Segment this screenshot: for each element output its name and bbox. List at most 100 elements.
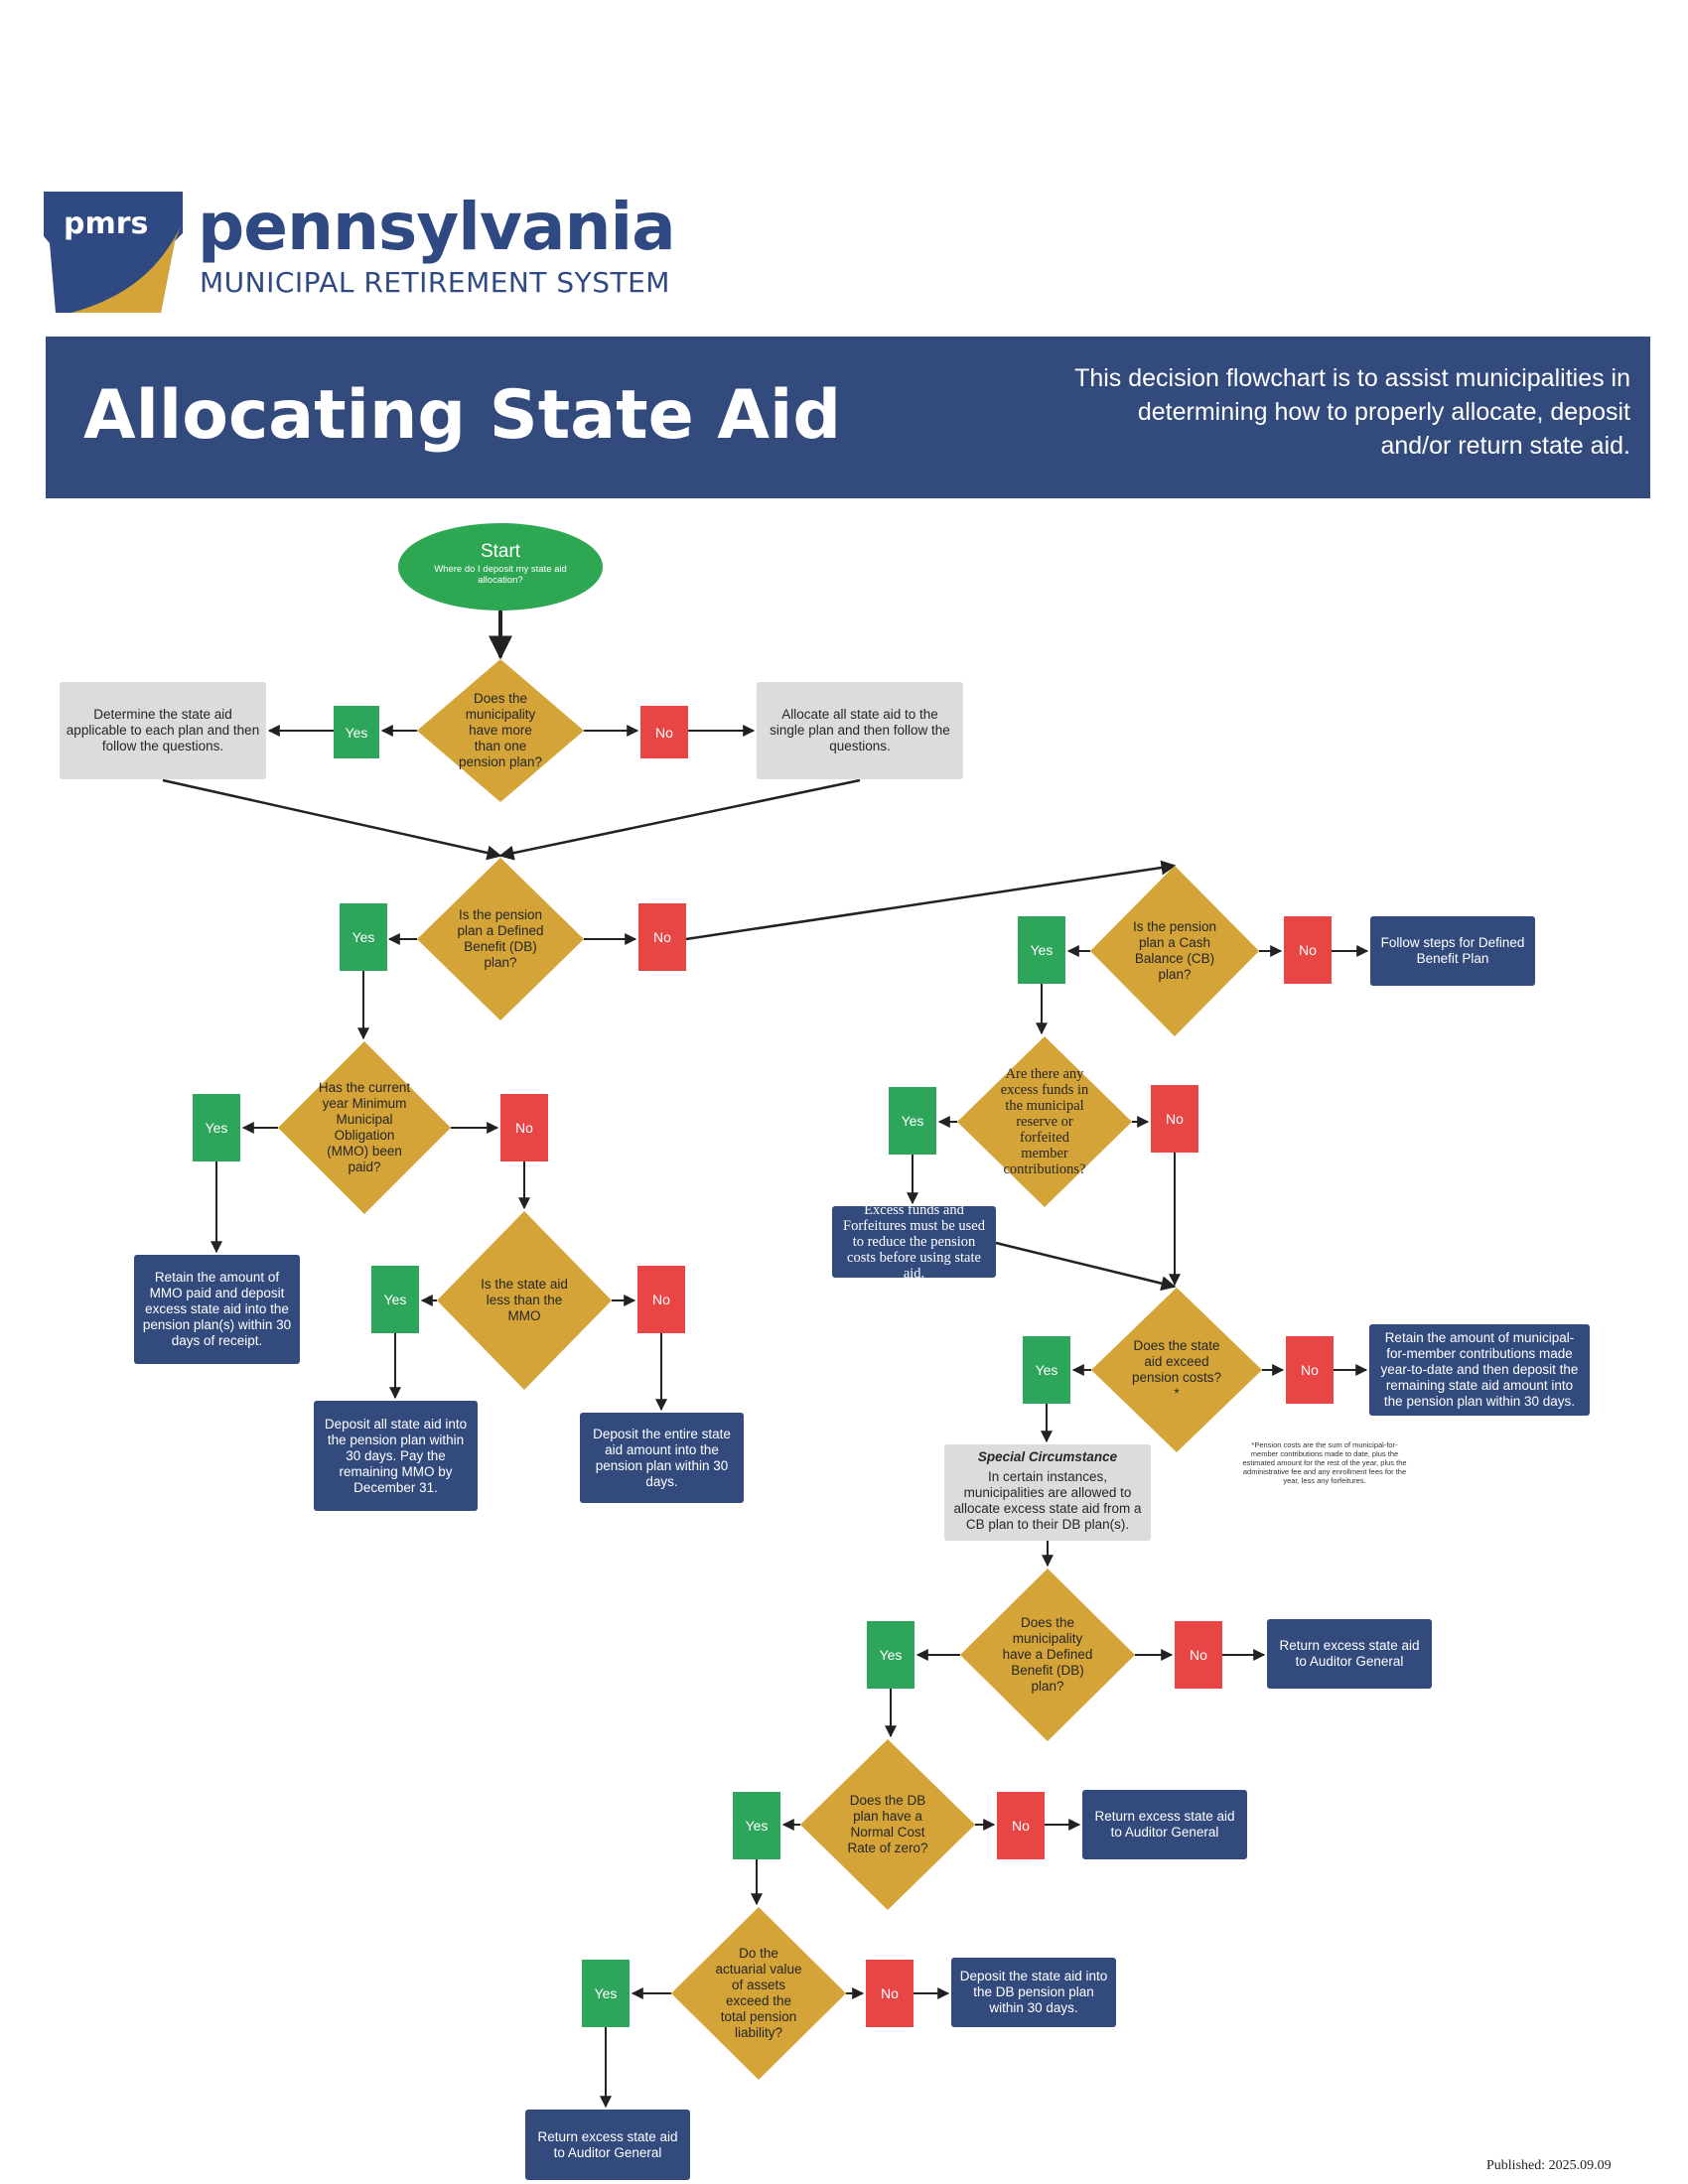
q-mmo-paid-shape [278, 1041, 451, 1214]
yes-tag-excess-funds: Yes [901, 1113, 924, 1129]
no-tag-have-db-shape [1175, 1621, 1222, 1689]
edge-allocate-q2 [498, 778, 861, 861]
q-cash-balance-shape [1090, 866, 1259, 1036]
yes-tag-actuarial: Yes [594, 1985, 618, 2001]
no-tag-mmo-paid: No [515, 1120, 533, 1136]
answer-retain-mmo: Retain the amount of MMO paid and deposi… [142, 1270, 292, 1348]
yes-tag-have-db: Yes [879, 1647, 903, 1663]
q-normal-cost-zero: Does the DB plan have a Normal Cost Rate… [847, 1792, 928, 1855]
answer-allocate-single-plan: Allocate all state aid to the single pla… [770, 707, 950, 753]
special-circumstance-title: Special Circumstance [977, 1449, 1118, 1464]
yes-tag-actuarial-shape [582, 1960, 630, 2027]
svg-text:pmrs: pmrs [64, 206, 148, 241]
yes-tag-cash-balance: Yes [1030, 942, 1054, 958]
edge-no-cb [685, 860, 1177, 941]
q-exceed-costs-shape [1091, 1288, 1262, 1452]
no-tag-defined-benefit-shape [638, 903, 686, 971]
keystone-logo-icon: pmrs [44, 192, 183, 313]
q-defined-benefit-shape [417, 858, 584, 1021]
q-multiple-plans-shape [417, 659, 584, 802]
no-tag-multiple-plans: No [655, 724, 673, 741]
answer-return-auditor-3: Return excess state aid to Auditor Gener… [537, 2128, 678, 2160]
answer-deposit-db-shape [951, 1958, 1116, 2027]
q-excess-funds: Are there any excess funds in the munici… [1000, 1065, 1089, 1177]
answer-deposit-all-pay-mmo: Deposit all state aid into the pension p… [324, 1416, 468, 1495]
answer-allocate-single-plan-shape [757, 682, 963, 779]
title-banner: Allocating State Aid This decision flowc… [46, 337, 1650, 498]
yes-tag-exceed-costs: Yes [1035, 1362, 1058, 1378]
no-tag-cash-balance-shape [1284, 916, 1332, 984]
yes-tag-mmo-paid-shape [193, 1094, 240, 1161]
q-exceed-costs: Does the state aid exceed pension costs?… [1131, 1337, 1222, 1401]
no-tag-excess-funds-shape [1151, 1085, 1198, 1153]
logo-name: pennsylvania [198, 189, 676, 265]
q-have-db-shape [960, 1569, 1135, 1741]
answer-follow-db-steps-shape [1370, 916, 1535, 986]
q-excess-funds-shape [957, 1036, 1132, 1207]
no-tag-exceed-costs-shape [1286, 1336, 1334, 1404]
no-tag-defined-benefit: No [653, 929, 671, 945]
edge-excess-reduce-q7 [995, 1241, 1177, 1292]
q-less-than-mmo-shape [437, 1211, 612, 1390]
published-date: Published: 2025.09.09 [1486, 2158, 1612, 2173]
start-subtitle: Where do I deposit my state aid allocati… [434, 564, 567, 586]
no-tag-normal-cost-zero-shape [997, 1792, 1045, 1859]
answer-follow-db-steps: Follow steps for Defined Benefit Plan [1380, 935, 1525, 966]
q-less-than-mmo: Is the state aid less than the MMO [481, 1276, 568, 1323]
q-normal-cost-zero-shape [800, 1739, 975, 1910]
q-defined-benefit: Is the pension plan a Defined Benefit (D… [457, 906, 544, 970]
no-tag-cash-balance: No [1299, 942, 1317, 958]
no-tag-actuarial-shape [866, 1960, 914, 2027]
answer-return-auditor-2-shape [1082, 1790, 1247, 1859]
banner-description: This decision flowchart is to assist mun… [1074, 364, 1630, 460]
answer-return-auditor-3-shape [525, 2110, 690, 2180]
q-have-db: Does the municipality have a Defined Ben… [1002, 1614, 1093, 1694]
start-node-shape [398, 523, 603, 611]
edge-determine-q2 [162, 778, 502, 861]
no-tag-excess-funds: No [1166, 1111, 1184, 1127]
answer-retain-contributions: Retain the amount of municipal-for-membe… [1380, 1330, 1579, 1409]
q-actuarial-shape [671, 1907, 846, 2080]
q-cash-balance: Is the pension plan a Cash Balance (CB) … [1132, 918, 1217, 982]
q-actuarial: Do the actuarial value of assets exceed … [715, 1945, 802, 2040]
answer-return-auditor-2: Return excess state aid to Auditor Gener… [1094, 1809, 1235, 1840]
yes-tag-exceed-costs-shape [1023, 1336, 1070, 1404]
q-mmo-paid: Has the current year Minimum Municipal O… [318, 1079, 411, 1174]
pension-costs-footnote: *Pension costs are the sum of municipal-… [1242, 1440, 1407, 1485]
answer-determine-each-plan-shape [60, 682, 266, 779]
no-tag-have-db: No [1190, 1647, 1207, 1663]
answer-deposit-entire: Deposit the entire state aid amount into… [593, 1426, 731, 1489]
yes-tag-less-than-mmo: Yes [383, 1292, 407, 1307]
answer-deposit-db: Deposit the state aid into the DB pensio… [959, 1969, 1108, 2015]
pmrs-logo: pmrs pennsylvania MUNICIPAL RETIREMENT S… [44, 189, 679, 313]
page-title: Allocating State Aid [83, 376, 842, 455]
yes-tag-multiple-plans: Yes [345, 724, 368, 741]
logo-subtitle: MUNICIPAL RETIREMENT SYSTEM [200, 266, 670, 299]
start-title: Start [480, 541, 521, 562]
yes-tag-normal-cost-zero-shape [733, 1792, 780, 1859]
answer-return-auditor-1-shape [1267, 1619, 1432, 1689]
yes-tag-defined-benefit: Yes [352, 929, 375, 945]
special-circumstance-shape [944, 1444, 1151, 1541]
no-tag-less-than-mmo-shape [637, 1266, 685, 1333]
no-tag-normal-cost-zero: No [1012, 1818, 1030, 1834]
no-tag-exceed-costs: No [1301, 1362, 1319, 1378]
answer-excess-reduce-costs: Excess funds and Forfeitures must be use… [843, 1202, 985, 1282]
answer-return-auditor-1: Return excess state aid to Auditor Gener… [1279, 1638, 1420, 1669]
yes-tag-excess-funds-shape [889, 1087, 936, 1155]
no-tag-actuarial: No [881, 1985, 899, 2001]
yes-tag-mmo-paid: Yes [205, 1120, 228, 1136]
yes-tag-cash-balance-shape [1018, 916, 1065, 984]
yes-tag-defined-benefit-shape [340, 903, 387, 971]
answer-excess-reduce-costs-shape [832, 1206, 996, 1278]
no-tag-multiple-plans-shape [640, 706, 688, 758]
answer-deposit-entire-shape [580, 1413, 744, 1503]
q-multiple-plans: Does the municipality have more than one… [458, 690, 543, 769]
answer-determine-each-plan: Determine the state aid applicable to ea… [66, 707, 260, 753]
answer-retain-contributions-shape [1369, 1324, 1590, 1416]
answer-retain-mmo-shape [134, 1255, 300, 1364]
answer-deposit-all-pay-mmo-shape [314, 1401, 478, 1511]
yes-tag-normal-cost-zero: Yes [745, 1818, 769, 1834]
yes-tag-less-than-mmo-shape [371, 1266, 419, 1333]
